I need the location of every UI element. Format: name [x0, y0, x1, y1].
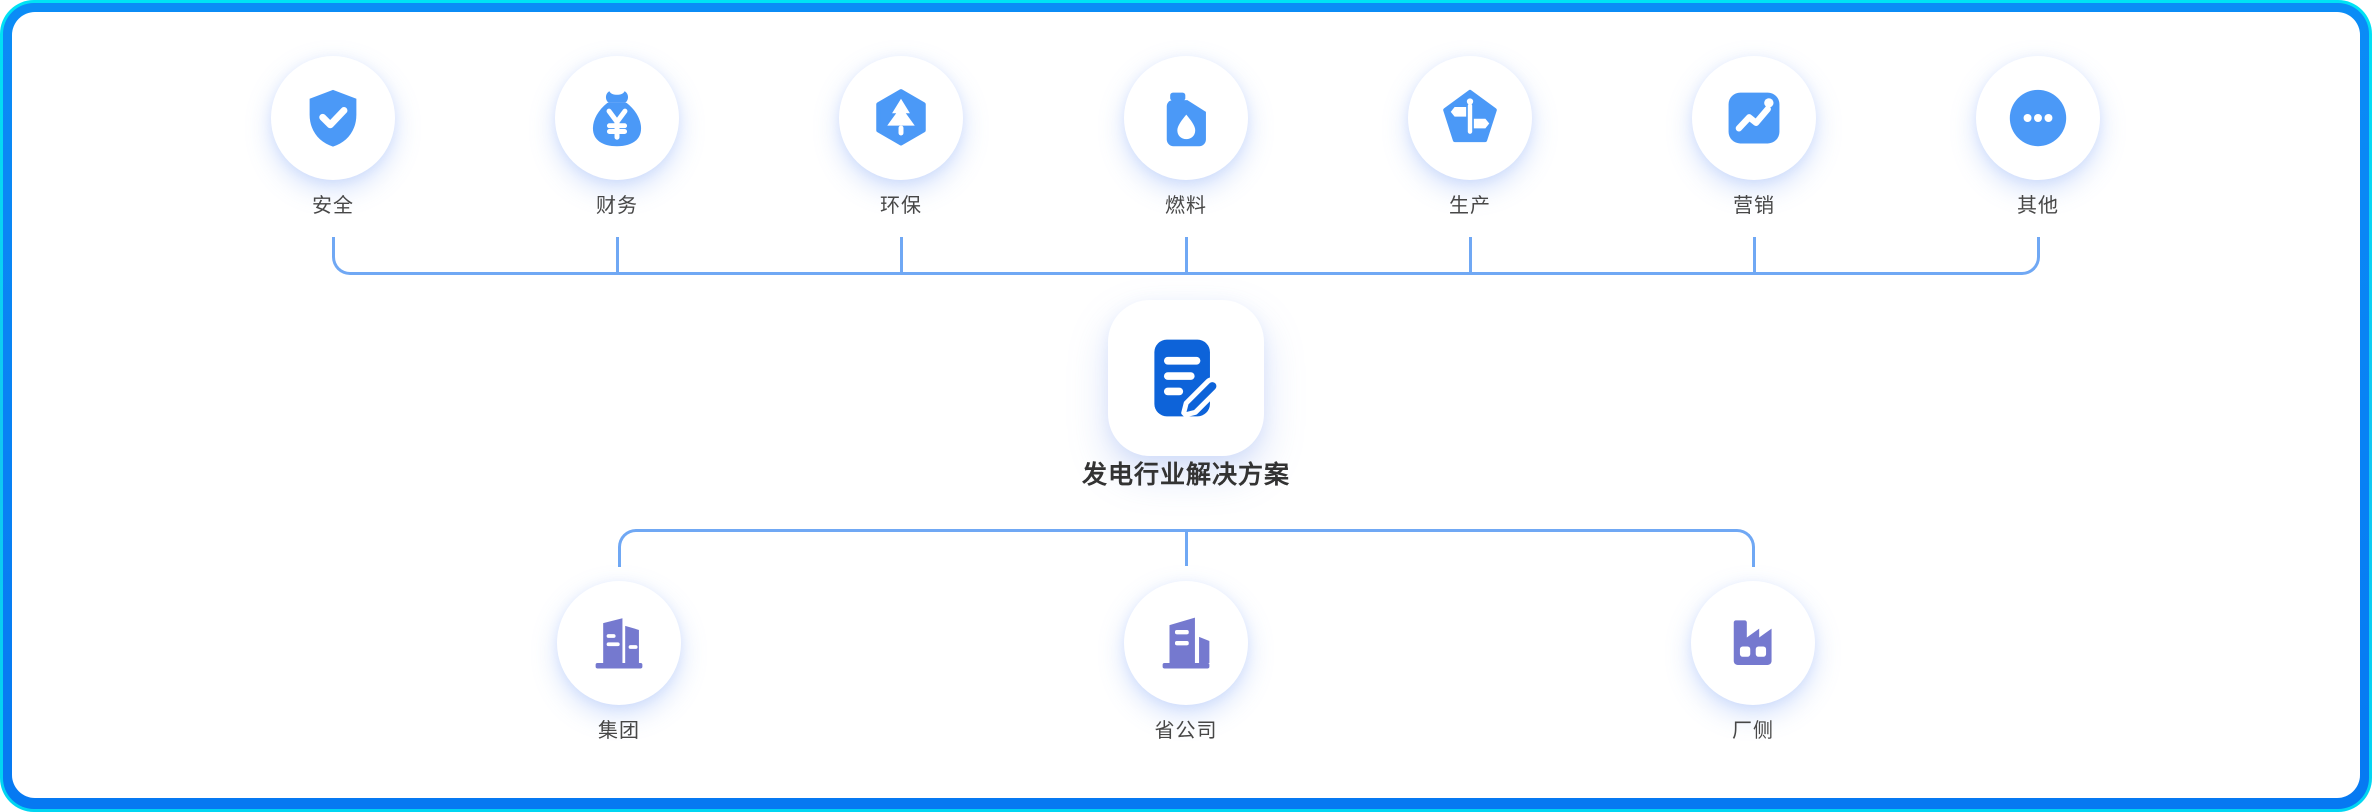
- money-bag-icon: [592, 91, 642, 147]
- ellipsis-icon: [2009, 89, 2067, 147]
- module-label-others: 其他: [2017, 195, 2059, 217]
- entity-card-group: [557, 581, 681, 705]
- connector-stub: [1184, 237, 1188, 274]
- center-card-label: 发电行业解决方案: [1081, 461, 1290, 489]
- module-label-fuel: 燃料: [1165, 195, 1207, 217]
- center-card-solution: [1108, 300, 1264, 456]
- connector-stub: [1468, 237, 1472, 274]
- module-card-others: [1976, 56, 2100, 180]
- trend-chart-icon: [1728, 92, 1780, 144]
- signpost-icon: [1443, 89, 1497, 143]
- buildings-icon: [595, 618, 643, 669]
- connector-stub: [1752, 237, 1756, 274]
- entity-label-group: 集团: [598, 720, 640, 742]
- module-card-production: [1408, 56, 1532, 180]
- shield-check-icon: [309, 89, 357, 147]
- module-label-safety: 安全: [312, 195, 354, 217]
- module-card-finance: [555, 56, 679, 180]
- tree-hexagon-icon: [876, 89, 926, 146]
- document-edit-icon: [1154, 339, 1222, 418]
- entity-card-provincial-company: [1124, 581, 1248, 705]
- module-label-environment: 环保: [880, 195, 922, 217]
- module-label-marketing: 营销: [1733, 195, 1775, 217]
- module-label-production: 生产: [1449, 195, 1491, 217]
- connector-stub: [899, 237, 903, 274]
- entity-label-provincial-company: 省公司: [1154, 720, 1218, 742]
- connector-stub: [615, 237, 619, 274]
- entity-label-plant-side: 厂侧: [1732, 720, 1774, 742]
- factory-icon: [1733, 620, 1772, 665]
- module-card-environment: [839, 56, 963, 180]
- module-card-safety: [271, 56, 395, 180]
- connector-stub: [1184, 529, 1188, 566]
- office-building-icon: [1162, 617, 1210, 669]
- module-card-marketing: [1692, 56, 1816, 180]
- module-card-fuel: [1124, 56, 1248, 180]
- entity-card-plant-side: [1691, 581, 1815, 705]
- fuel-can-icon: [1166, 92, 1206, 147]
- module-label-finance: 财务: [596, 195, 638, 217]
